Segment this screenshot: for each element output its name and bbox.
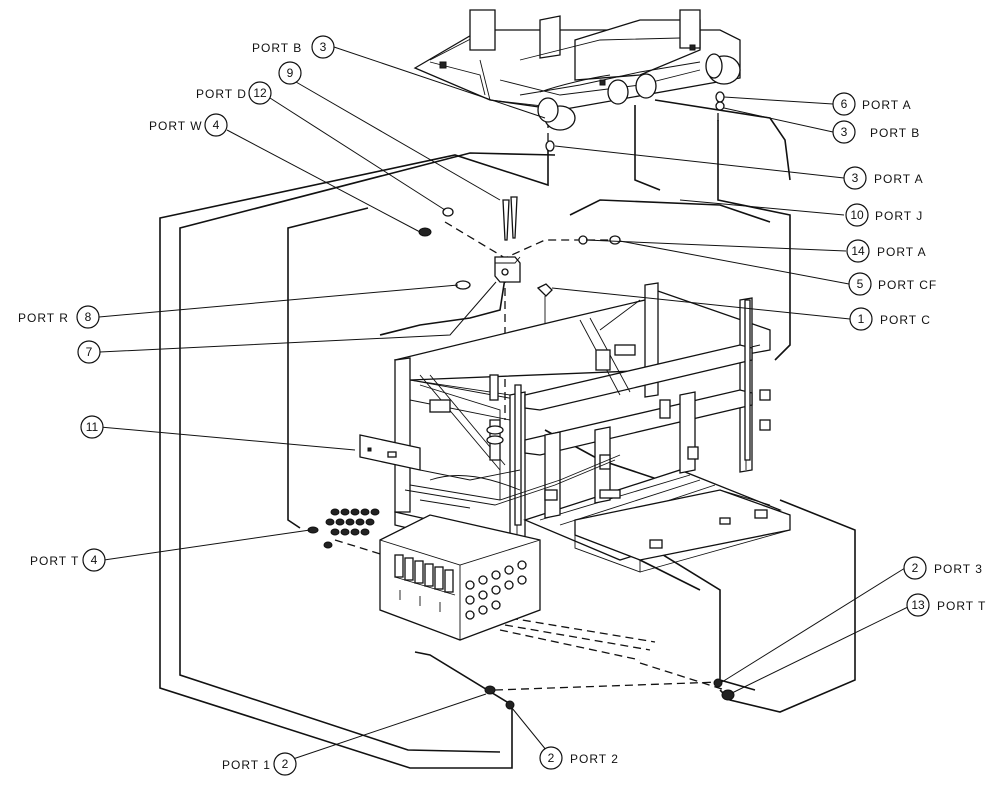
callout-label: PORT T	[937, 599, 986, 613]
callout-number: 6	[841, 97, 848, 111]
callout-port-c-1: 1 PORT C	[849, 307, 931, 331]
callout-label: PORT C	[880, 313, 931, 327]
callout-label: PORT W	[149, 119, 203, 133]
o-ring-set	[307, 508, 380, 549]
callout-label: PORT 1	[222, 758, 271, 772]
callout-label: PORT T	[30, 554, 79, 568]
callout-number: 4	[213, 118, 220, 132]
callout-port-b-3-right: 3 PORT B	[832, 120, 920, 144]
callout-number: 14	[851, 244, 865, 258]
callout-port-2-2: 2 PORT 2	[539, 746, 619, 770]
callout-label: PORT B	[252, 41, 302, 55]
callout-label: PORT A	[877, 245, 927, 259]
callout-port-a-14: 14 PORT A	[846, 239, 927, 263]
callout-label: PORT R	[18, 311, 69, 325]
callout-port-r-8: PORT R 8	[18, 305, 100, 329]
callout-port-d-12: PORT D 12	[196, 81, 272, 105]
callout-port-a-3: 3 PORT A	[843, 166, 924, 190]
callout-label: PORT B	[870, 126, 920, 140]
callout-number: 2	[912, 561, 919, 575]
callout-number: 3	[852, 171, 859, 185]
manifold-fittings	[465, 560, 527, 620]
callout-label: PORT A	[874, 172, 924, 186]
callout-label: PORT J	[875, 209, 923, 223]
callout-number: 1	[858, 312, 865, 326]
callout-number: 8	[85, 310, 92, 324]
callout-port-b-3-top: PORT B 3	[252, 35, 335, 59]
manifold-box	[379, 514, 541, 641]
callout-label: PORT 2	[570, 752, 619, 766]
callout-number: 2	[282, 757, 289, 771]
lower-fittings	[484, 678, 735, 710]
callout-number: 3	[841, 125, 848, 139]
callout-number: 10	[850, 208, 864, 222]
callout-9: 9	[278, 61, 302, 85]
callout-port-3-2: 2 PORT 3	[903, 556, 983, 580]
callout-label: PORT A	[862, 98, 912, 112]
callout-number: 13	[911, 598, 925, 612]
callout-7: 7	[77, 340, 101, 364]
callout-port-cf-5: 5 PORT CF	[848, 272, 937, 296]
shield-plate	[359, 434, 421, 471]
callout-port-a-6: 6 PORT A	[832, 92, 912, 116]
callout-label: PORT D	[196, 87, 247, 101]
callout-number: 4	[91, 553, 98, 567]
callout-number: 12	[253, 86, 267, 100]
solenoid-valves	[394, 554, 456, 612]
callout-number: 2	[548, 751, 555, 765]
callout-port-t-4: PORT T 4	[30, 548, 106, 572]
callout-number: 5	[857, 277, 864, 291]
callout-port-j-10: 10 PORT J	[845, 203, 923, 227]
callout-port-t-13: 13 PORT T	[906, 593, 986, 617]
leader-lines	[98, 46, 913, 760]
callout-label: PORT 3	[934, 562, 983, 576]
callout-number: 11	[86, 420, 99, 434]
callout-11: 11	[80, 415, 104, 439]
callout-number: 9	[287, 66, 294, 80]
callout-port-w-4: PORT W 4	[149, 113, 228, 137]
callout-number: 3	[320, 40, 327, 54]
callout-number: 7	[86, 345, 93, 359]
callout-label: PORT CF	[878, 278, 937, 292]
main-frame	[393, 282, 791, 573]
fittings-upper	[418, 91, 725, 360]
upper-motor-assembly	[413, 9, 741, 131]
callout-port-1-2: PORT 1 2	[222, 752, 297, 776]
